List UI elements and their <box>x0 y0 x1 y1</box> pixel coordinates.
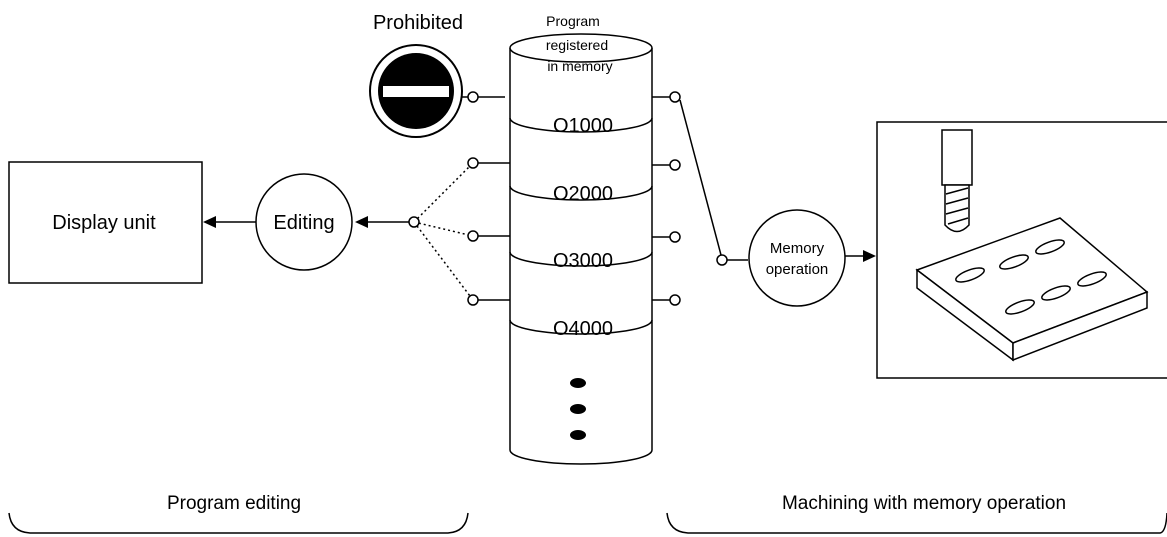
prohibited-terminal <box>467 91 479 103</box>
program-label: O1000 <box>553 115 613 137</box>
arrow-to-display <box>203 216 256 228</box>
display-unit-box <box>8 161 203 284</box>
left-terminals <box>408 157 479 306</box>
memory-cylinder <box>509 33 653 465</box>
selector-dotted-lines <box>413 162 474 301</box>
memory-title-line2: registered <box>546 37 608 53</box>
prohibited-label: Prohibited <box>373 12 463 34</box>
memory-operation-line2: operation <box>766 261 829 278</box>
memory-title-line3: in memory <box>547 58 612 74</box>
editing-label: Editing <box>273 212 334 234</box>
left-connectors <box>478 162 510 301</box>
arrow-to-editing <box>355 216 409 228</box>
arrow-to-machine <box>845 250 876 262</box>
right-connectors <box>652 96 748 301</box>
display-unit-label: Display unit <box>52 212 156 234</box>
program-label: O3000 <box>553 250 613 272</box>
program-label: O2000 <box>553 183 613 205</box>
no-entry-sign-icon <box>369 44 463 138</box>
program-label: O4000 <box>553 318 613 340</box>
program-editing-caption: Program editing <box>167 493 301 514</box>
machining-brace <box>666 512 1167 534</box>
memory-operation-node <box>748 209 846 307</box>
drill-and-workpiece-icon <box>915 129 1149 362</box>
more-programs-dots <box>570 378 586 440</box>
memory-title-line1: Program <box>546 13 600 29</box>
right-terminals <box>669 91 728 306</box>
program-editing-brace <box>8 512 469 534</box>
memory-operation-line1: Memory <box>770 240 825 257</box>
machining-caption: Machining with memory operation <box>782 493 1066 514</box>
